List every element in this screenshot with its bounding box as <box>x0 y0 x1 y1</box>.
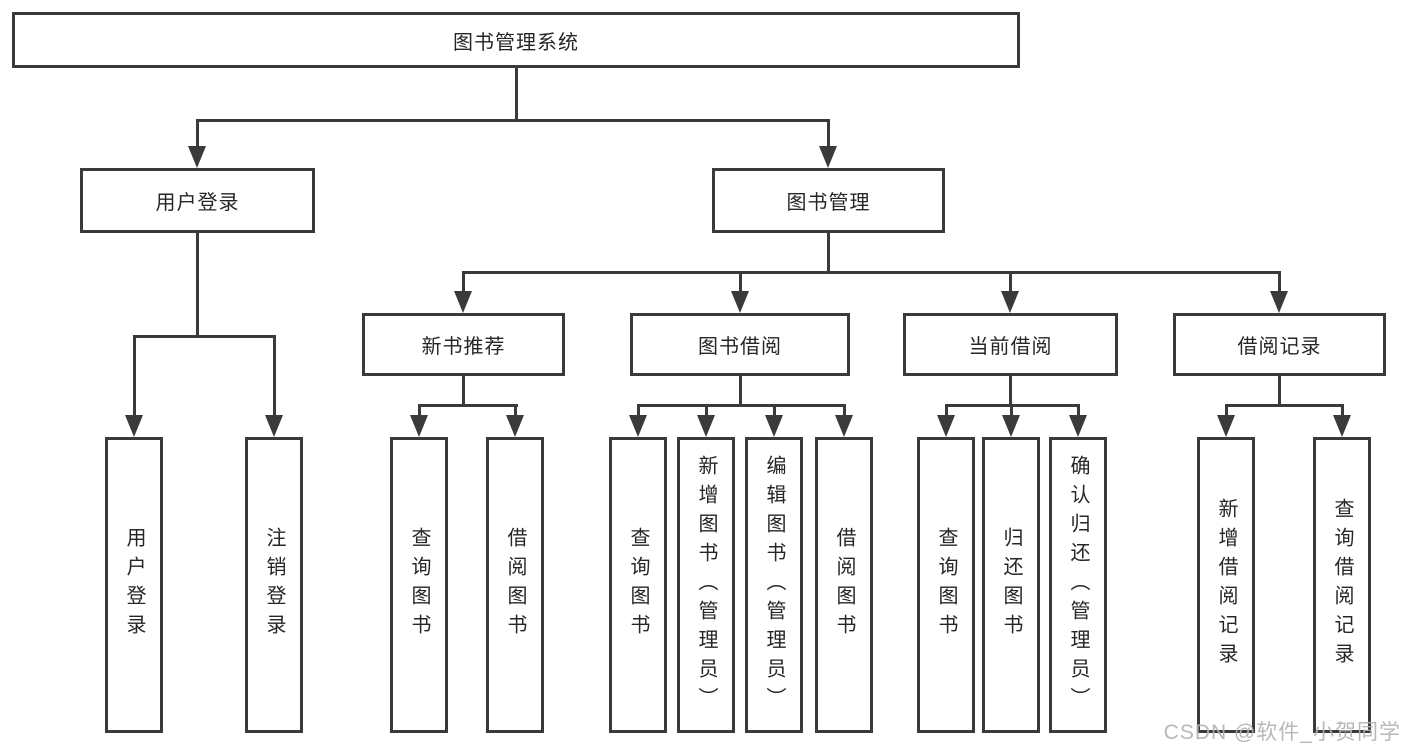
connector-vline <box>1278 271 1281 293</box>
leaf-label: 确认归还（管理员） <box>1067 454 1089 716</box>
arrow-down-icon <box>937 415 955 437</box>
node-label: 新书推荐 <box>421 336 506 358</box>
connector-vline <box>1278 376 1281 406</box>
leaf-label: 查询图书 <box>627 527 649 643</box>
leaf-label: 归还图书 <box>1000 527 1022 643</box>
leaf-query-borrow-record: 查询借阅记录 <box>1313 437 1371 733</box>
connector-vline <box>945 404 948 417</box>
leaf-query-books-current: 查询图书 <box>917 437 975 733</box>
connector-hline <box>462 271 1281 274</box>
connector-vline <box>1225 404 1228 417</box>
connector-vline <box>514 404 517 417</box>
leaf-borrow-books-recommend: 借阅图书 <box>486 437 544 733</box>
node-user-login: 用户登录 <box>80 168 315 233</box>
node-new-book-recommendation: 新书推荐 <box>362 313 565 376</box>
leaf-add-book-admin: 新增图书（管理员） <box>677 437 735 733</box>
leaf-label: 查询图书 <box>408 527 430 643</box>
node-label: 图书借阅 <box>698 336 782 358</box>
arrow-down-icon <box>188 146 206 168</box>
arrow-down-icon <box>1069 415 1087 437</box>
node-current-borrowing: 当前借阅 <box>903 313 1118 376</box>
node-book-borrowing: 图书借阅 <box>630 313 850 376</box>
arrow-down-icon <box>125 415 143 437</box>
connector-vline <box>827 119 830 149</box>
leaf-query-books-borrowing: 查询图书 <box>609 437 667 733</box>
node-borrowing-records: 借阅记录 <box>1173 313 1386 376</box>
connector-hline <box>1225 404 1344 407</box>
connector-vline <box>462 376 465 406</box>
connector-vline <box>1009 271 1012 293</box>
arrow-down-icon <box>1333 415 1351 437</box>
leaf-label: 新增图书（管理员） <box>695 454 717 716</box>
connector-hline <box>196 119 830 122</box>
node-label: 当前借阅 <box>968 336 1053 358</box>
arrow-down-icon <box>265 415 283 437</box>
leaf-label: 注销登录 <box>263 527 285 643</box>
connector-vline <box>705 404 708 417</box>
connector-vline <box>1341 404 1344 417</box>
leaf-user-login: 用户登录 <box>105 437 163 733</box>
connector-vline <box>418 404 421 417</box>
arrow-down-icon <box>765 415 783 437</box>
node-label: 图书管理系统 <box>453 31 579 54</box>
node-label: 借阅记录 <box>1237 336 1322 358</box>
arrow-down-icon <box>835 415 853 437</box>
leaf-return-books: 归还图书 <box>982 437 1040 733</box>
csdn-watermark: CSDN @软件_小贺同学 <box>1163 721 1401 744</box>
node-book-management: 图书管理 <box>712 168 945 233</box>
connector-vline <box>739 271 742 293</box>
connector-vline <box>196 233 199 337</box>
arrow-down-icon <box>731 291 749 313</box>
connector-vline <box>273 335 276 417</box>
arrow-down-icon <box>629 415 647 437</box>
connector-vline <box>196 119 199 149</box>
connector-vline <box>637 404 640 417</box>
arrow-down-icon <box>697 415 715 437</box>
connector-hline <box>133 335 276 338</box>
leaf-logout: 注销登录 <box>245 437 303 733</box>
leaf-add-borrow-record: 新增借阅记录 <box>1197 437 1255 733</box>
node-library-management-system: 图书管理系统 <box>12 12 1020 68</box>
connector-vline <box>739 376 742 406</box>
connector-vline <box>515 68 518 121</box>
leaf-borrow-books-borrowing: 借阅图书 <box>815 437 873 733</box>
leaf-label: 查询图书 <box>935 527 957 643</box>
leaf-label: 新增借阅记录 <box>1215 498 1237 672</box>
connector-hline <box>418 404 518 407</box>
arrow-down-icon <box>454 291 472 313</box>
arrow-down-icon <box>1217 415 1235 437</box>
connector-vline <box>1077 404 1080 417</box>
connector-vline <box>827 233 830 273</box>
leaf-label: 编辑图书（管理员） <box>763 454 785 716</box>
connector-vline <box>773 404 776 417</box>
leaf-edit-book-admin: 编辑图书（管理员） <box>745 437 803 733</box>
leaf-query-books-recommend: 查询图书 <box>390 437 448 733</box>
arrow-down-icon <box>506 415 524 437</box>
connector-vline <box>1010 404 1013 417</box>
connector-hline <box>637 404 846 407</box>
leaf-label: 借阅图书 <box>504 527 526 643</box>
node-label: 用户登录 <box>155 192 240 214</box>
leaf-label: 用户登录 <box>123 527 145 643</box>
leaf-label: 借阅图书 <box>833 527 855 643</box>
arrow-down-icon <box>1002 415 1020 437</box>
connector-vline <box>462 271 465 293</box>
arrow-down-icon <box>410 415 428 437</box>
connector-vline <box>843 404 846 417</box>
leaf-label: 查询借阅记录 <box>1331 498 1353 672</box>
arrow-down-icon <box>1270 291 1288 313</box>
arrow-down-icon <box>819 146 837 168</box>
node-label: 图书管理 <box>786 192 871 214</box>
arrow-down-icon <box>1001 291 1019 313</box>
connector-vline <box>1009 376 1012 406</box>
connector-vline <box>133 335 136 417</box>
leaf-confirm-return-admin: 确认归还（管理员） <box>1049 437 1107 733</box>
